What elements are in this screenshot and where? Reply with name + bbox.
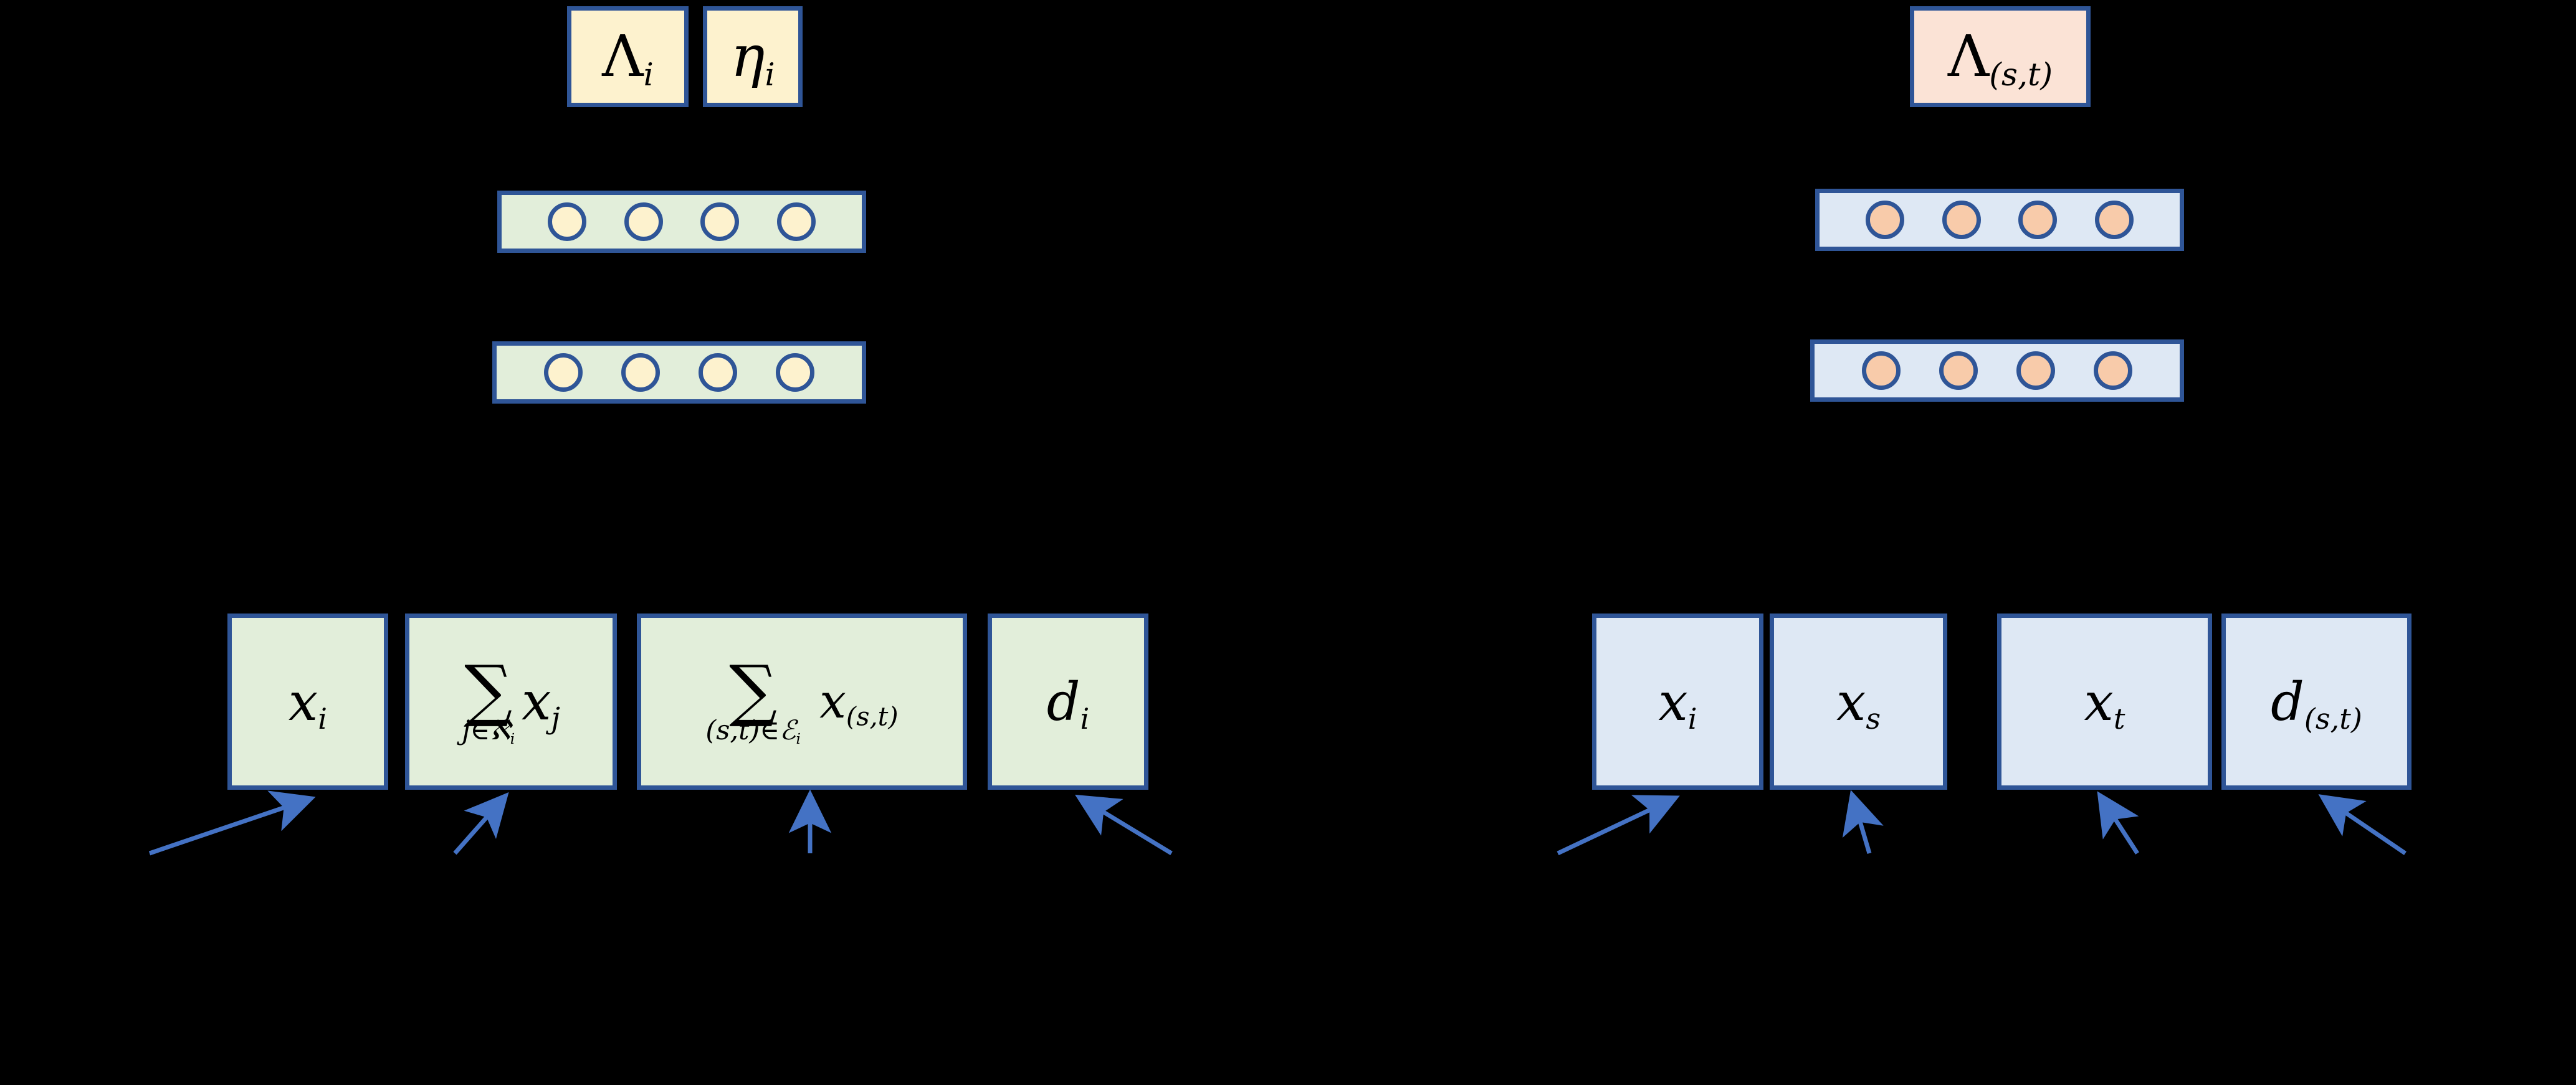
lambda-st-box: Λ(s,t)	[1910, 6, 2091, 107]
lambda-i-box: Λi	[567, 6, 689, 107]
arrow-to-x-i-right	[1557, 795, 1680, 856]
arrow-to-x-t	[2097, 791, 2139, 855]
input-x-t-box: xt	[1997, 614, 2212, 790]
d-symbol: d	[1046, 671, 1080, 732]
neuron	[700, 202, 740, 241]
input-x-i-box: xi	[227, 614, 388, 790]
arrow-to-x-s	[1842, 790, 1884, 854]
lambda-i-subscript: i	[643, 56, 654, 93]
input-x-i-box-right: xi	[1592, 614, 1763, 790]
d-i-subscript: i	[1080, 701, 1090, 736]
neuron	[2094, 201, 2134, 239]
neuron	[624, 202, 663, 241]
neuron	[2094, 351, 2132, 390]
neuron	[776, 353, 814, 392]
neuron	[1866, 201, 1905, 239]
input-d-i-box: di	[988, 614, 1148, 790]
arrow-to-d-st	[2318, 794, 2407, 855]
x-symbol: x	[1658, 671, 1688, 732]
input-x-s-box: xs	[1770, 614, 1947, 790]
neuron	[1939, 351, 1978, 390]
sum-limit: j∈ℵi	[462, 714, 515, 747]
summation-symbol: ∑	[729, 651, 778, 730]
eta-i-subscript: i	[765, 56, 775, 93]
neuron	[621, 353, 660, 392]
x-i-subscript: i	[1687, 701, 1697, 736]
neuron	[544, 353, 583, 392]
d-st-subscript: (s,t)	[2304, 701, 2362, 736]
left-hidden-layer-1	[492, 341, 866, 404]
lambda-st-subscript: (s,t)	[1989, 56, 2053, 93]
sum-limit: (s,t)∈ℰi	[705, 714, 801, 747]
eta-symbol: η	[730, 23, 765, 90]
right-hidden-layer-1	[1810, 339, 2184, 402]
sum-operand: xj	[522, 671, 560, 736]
lambda-symbol: Λ	[1947, 23, 1990, 90]
input-sum-x-j-box: ∑ j∈ℵi xj	[405, 614, 617, 790]
d-symbol: d	[2271, 671, 2304, 732]
x-i-subscript: i	[318, 701, 328, 736]
neuron	[2016, 351, 2055, 390]
summation-symbol: ∑	[464, 651, 513, 730]
x-t-subscript: t	[2113, 701, 2125, 736]
arrow-to-sum-x-j	[453, 792, 509, 855]
x-symbol: x	[288, 671, 318, 732]
x-symbol: x	[1836, 671, 1866, 732]
neuron	[1862, 351, 1901, 390]
input-d-st-box: d(s,t)	[2221, 614, 2411, 790]
neuron	[548, 202, 587, 241]
sum-operand: x(s,t)	[819, 673, 899, 732]
lambda-symbol: Λ	[602, 23, 644, 90]
x-s-subscript: s	[1866, 701, 1881, 736]
left-hidden-layer-2	[497, 191, 866, 253]
neuron	[699, 353, 737, 392]
neuron	[1942, 201, 1981, 239]
right-hidden-layer-2	[1815, 189, 2184, 251]
eta-i-box: ηi	[703, 6, 803, 107]
arrow-to-d-i	[1075, 794, 1173, 855]
neuron	[776, 202, 816, 241]
arrow-to-x-i	[148, 790, 316, 856]
x-symbol: x	[2084, 671, 2114, 732]
neuron	[2018, 201, 2058, 239]
input-sum-x-st-box: ∑ (s,t)∈ℰi x(s,t)	[637, 614, 967, 790]
